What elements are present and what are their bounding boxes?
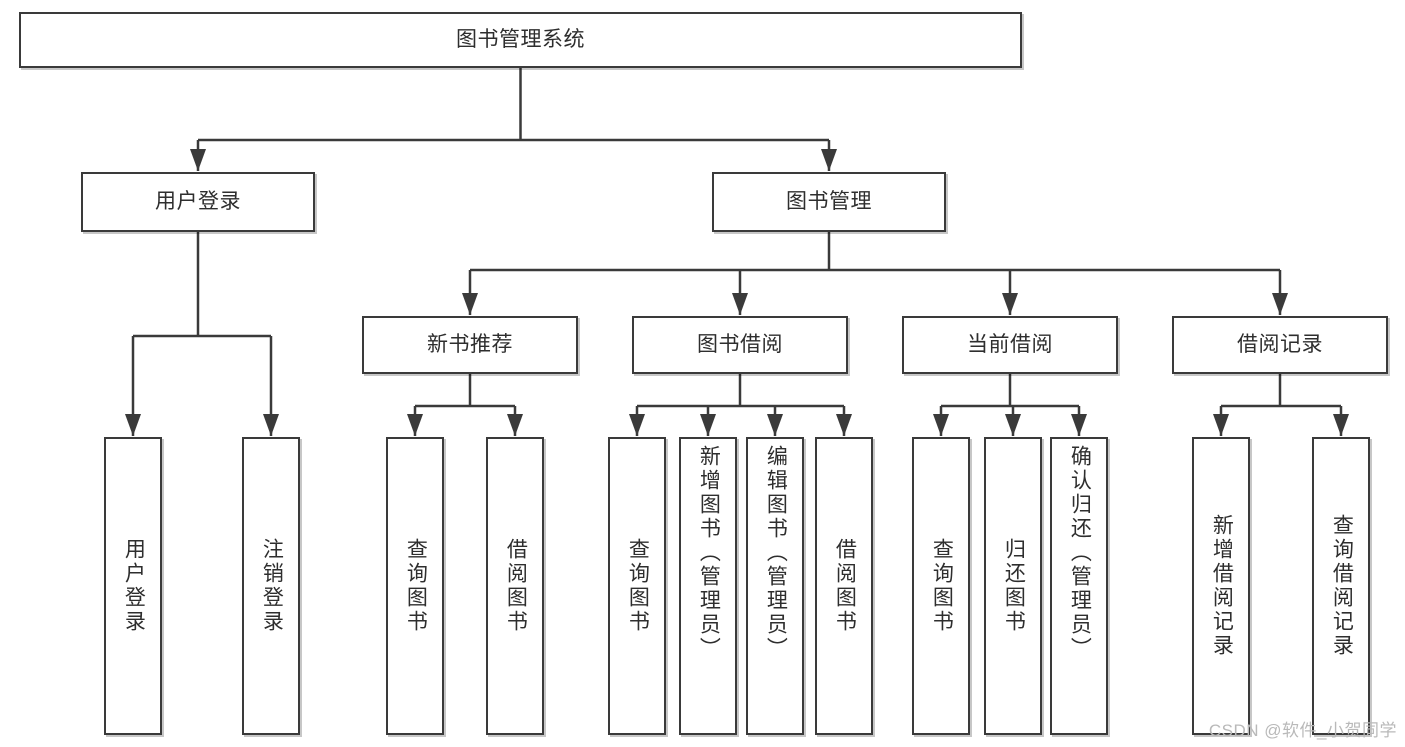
- node-root[interactable]: 图书管理系统: [19, 12, 1022, 68]
- node-borrow-record[interactable]: 借阅记录: [1172, 316, 1388, 374]
- arrowhead-icon: [1213, 414, 1229, 436]
- node-label: 编辑图书（管理员）: [764, 445, 788, 661]
- arrowhead-icon: [1333, 414, 1349, 436]
- node-label: 用户登录: [122, 538, 146, 634]
- node-label: 新增图书（管理员）: [697, 445, 721, 661]
- node-label: 借阅记录: [1237, 332, 1323, 356]
- node-leaf-query-book-2[interactable]: 查询图书: [608, 437, 666, 735]
- node-leaf-user-login[interactable]: 用户登录: [104, 437, 162, 735]
- node-leaf-borrow-book-1[interactable]: 借阅图书: [486, 437, 544, 735]
- node-label: 查询图书: [626, 538, 650, 634]
- node-label: 查询图书: [404, 538, 428, 634]
- node-label: 注销登录: [260, 538, 284, 634]
- node-leaf-borrow-book-2[interactable]: 借阅图书: [815, 437, 873, 735]
- node-label: 用户登录: [155, 189, 241, 213]
- node-leaf-query-record[interactable]: 查询借阅记录: [1312, 437, 1370, 735]
- node-leaf-return-book[interactable]: 归还图书: [984, 437, 1042, 735]
- node-label: 借阅图书: [504, 538, 528, 634]
- arrowhead-icon: [125, 414, 141, 436]
- arrowhead-icon: [629, 414, 645, 436]
- node-label: 查询图书: [930, 538, 954, 634]
- node-label: 借阅图书: [833, 538, 857, 634]
- node-label: 图书借阅: [697, 332, 783, 356]
- node-leaf-add-book[interactable]: 新增图书（管理员）: [679, 437, 737, 735]
- node-leaf-query-book-3[interactable]: 查询图书: [912, 437, 970, 735]
- arrowhead-icon: [507, 414, 523, 436]
- arrowhead-icon: [700, 414, 716, 436]
- arrowhead-icon: [407, 414, 423, 436]
- node-label: 图书管理系统: [456, 27, 585, 51]
- node-current-borrow[interactable]: 当前借阅: [902, 316, 1118, 374]
- arrowhead-icon: [933, 414, 949, 436]
- node-label: 新书推荐: [427, 332, 513, 356]
- node-new-book-recommend[interactable]: 新书推荐: [362, 316, 578, 374]
- watermark: CSDN @软件_小贺同学: [1208, 721, 1397, 740]
- arrowhead-icon: [732, 293, 748, 315]
- arrowhead-icon: [1005, 414, 1021, 436]
- node-label: 新增借阅记录: [1210, 514, 1234, 658]
- arrowhead-icon: [767, 414, 783, 436]
- node-leaf-query-book-1[interactable]: 查询图书: [386, 437, 444, 735]
- arrowhead-icon: [1272, 293, 1288, 315]
- node-leaf-confirm-return[interactable]: 确认归还（管理员）: [1050, 437, 1108, 735]
- arrowhead-icon: [462, 293, 478, 315]
- node-label: 当前借阅: [967, 332, 1053, 356]
- arrowhead-icon: [190, 149, 206, 171]
- arrowhead-icon: [836, 414, 852, 436]
- node-label: 归还图书: [1002, 538, 1026, 634]
- node-leaf-user-logout[interactable]: 注销登录: [242, 437, 300, 735]
- arrowhead-icon: [263, 414, 279, 436]
- node-leaf-edit-book[interactable]: 编辑图书（管理员）: [746, 437, 804, 735]
- arrowhead-icon: [821, 149, 837, 171]
- node-label: 确认归还（管理员）: [1068, 445, 1092, 661]
- node-leaf-add-record[interactable]: 新增借阅记录: [1192, 437, 1250, 735]
- node-user-login[interactable]: 用户登录: [81, 172, 315, 232]
- node-book-manage[interactable]: 图书管理: [712, 172, 946, 232]
- arrowhead-icon: [1002, 293, 1018, 315]
- node-label: 图书管理: [786, 189, 872, 213]
- node-label: 查询借阅记录: [1330, 514, 1354, 658]
- arrowhead-icon: [1071, 414, 1087, 436]
- node-book-borrow[interactable]: 图书借阅: [632, 316, 848, 374]
